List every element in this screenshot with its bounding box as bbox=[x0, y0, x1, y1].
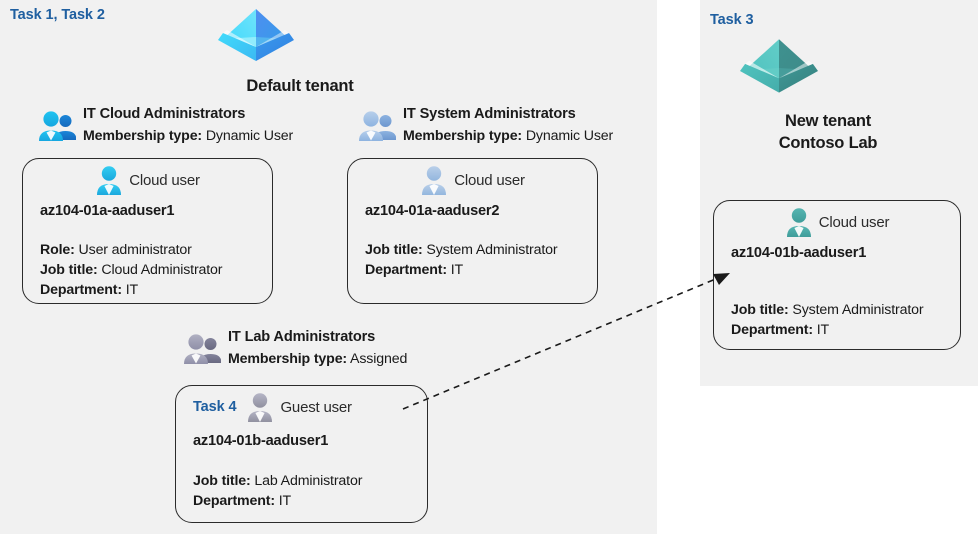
attr-label: Department: bbox=[40, 282, 122, 299]
membership-value: Assigned bbox=[350, 350, 408, 367]
attr-value: IT bbox=[278, 493, 292, 510]
new-tenant-label-line1: New tenant bbox=[784, 112, 871, 130]
membership-value: Dynamic User bbox=[525, 127, 614, 144]
attr-value: User administrator bbox=[78, 242, 192, 258]
user-card-az104-01a-aaduser2[interactable]: Cloud user az104-01a-aaduser2 Job title:… bbox=[347, 158, 598, 304]
user-type-label: Cloud user bbox=[129, 171, 200, 189]
group-users-icon bbox=[38, 110, 76, 144]
attr-label: Job title: bbox=[40, 262, 98, 279]
user-attributes: Job title: Lab Administrator Department:… bbox=[193, 471, 362, 511]
group-name: IT Lab Administrators bbox=[228, 329, 376, 345]
card-header: Task 4 Guest user bbox=[176, 390, 427, 424]
group-membership: Membership type: Assigned bbox=[228, 350, 407, 368]
user-attributes: Job title: System Administrator Departme… bbox=[365, 240, 558, 280]
attr-value: IT bbox=[125, 282, 139, 299]
group-name: IT Cloud Administrators bbox=[83, 106, 246, 122]
user-type-label: Cloud user bbox=[818, 213, 890, 231]
cloud-user-icon bbox=[420, 165, 448, 195]
attr-row: Department: IT bbox=[193, 491, 362, 511]
attr-value: Lab Administrator bbox=[254, 473, 363, 489]
attr-row: Department: IT bbox=[40, 280, 222, 300]
user-type-label: Cloud user bbox=[454, 171, 525, 189]
group-it-system-administrators: IT System Administrators Membership type… bbox=[358, 105, 613, 145]
group-it-lab-administrators: IT Lab Administrators Membership type: A… bbox=[183, 328, 407, 368]
group-users-icon bbox=[358, 110, 396, 144]
group-it-cloud-administrators: IT Cloud Administrators Membership type:… bbox=[38, 105, 293, 145]
attr-label: Department: bbox=[193, 493, 275, 510]
user-name: az104-01b-aaduser1 bbox=[731, 245, 867, 261]
attr-row: Job title: System Administrator bbox=[365, 240, 558, 260]
user-card-az104-01b-aaduser1-guest[interactable]: Task 4 Guest user az104-01b-aaduser1 Job… bbox=[175, 385, 428, 523]
membership-label: Membership type: bbox=[83, 127, 203, 144]
attr-row: Job title: System Administrator bbox=[731, 300, 924, 320]
new-tenant-label-line2: Contoso Lab bbox=[778, 133, 878, 152]
card-header: Cloud user bbox=[714, 205, 960, 239]
attr-value: System Administrator bbox=[426, 242, 558, 258]
task-tag-right-panel: Task 3 bbox=[710, 12, 754, 28]
card-header: Cloud user bbox=[23, 163, 272, 197]
cloud-user-icon bbox=[95, 165, 123, 195]
group-users-icon bbox=[183, 333, 221, 367]
attr-label: Department: bbox=[365, 262, 447, 279]
default-tenant-label: Default tenant bbox=[246, 77, 354, 95]
membership-label: Membership type: bbox=[403, 127, 523, 144]
attr-label: Job title: bbox=[731, 302, 789, 318]
attr-value: IT bbox=[450, 262, 464, 279]
card-header: Cloud user bbox=[348, 163, 597, 197]
user-attributes: Role: User administrator Job title: Clou… bbox=[40, 240, 223, 300]
user-attributes: Job title: System Administrator Departme… bbox=[731, 300, 924, 340]
default-tenant-block: Default tenant bbox=[218, 3, 382, 98]
attr-value: System Administrator bbox=[792, 302, 924, 318]
attr-label: Job title: bbox=[193, 473, 251, 489]
azure-ad-tenant-icon bbox=[218, 3, 382, 73]
user-card-az104-01a-aaduser1[interactable]: Cloud user az104-01a-aaduser1 Role: User… bbox=[22, 158, 273, 304]
default-tenant-panel bbox=[0, 0, 657, 534]
group-name: IT System Administrators bbox=[403, 106, 576, 122]
attr-value: IT bbox=[816, 322, 830, 339]
azure-ad-tenant-icon bbox=[740, 33, 916, 105]
attr-label: Role: bbox=[40, 242, 75, 258]
group-membership: Membership type: Dynamic User bbox=[83, 127, 293, 145]
group-membership: Membership type: Dynamic User bbox=[403, 127, 613, 145]
task-tag-guest-user: Task 4 bbox=[193, 399, 237, 415]
attr-row: Job title: Cloud Administrator bbox=[40, 260, 223, 280]
user-name: az104-01a-aaduser2 bbox=[365, 203, 500, 219]
attr-row: Role: User administrator bbox=[40, 240, 222, 260]
attr-row: Job title: Lab Administrator bbox=[193, 471, 362, 491]
user-name: az104-01b-aaduser1 bbox=[193, 433, 329, 449]
new-tenant-block: New tenant Contoso Lab bbox=[740, 33, 916, 155]
attr-row: Department: IT bbox=[731, 320, 923, 340]
membership-label: Membership type: bbox=[228, 350, 348, 367]
user-type-label: Guest user bbox=[280, 398, 352, 416]
user-card-az104-01b-aaduser1-cloud[interactable]: Cloud user az104-01b-aaduser1 Job title:… bbox=[713, 200, 961, 350]
task-tag-left-panel: Task 1, Task 2 bbox=[10, 7, 105, 23]
cloud-user-icon bbox=[785, 207, 813, 237]
attr-row: Department: IT bbox=[365, 260, 557, 280]
attr-value: Cloud Administrator bbox=[101, 262, 223, 279]
user-name: az104-01a-aaduser1 bbox=[40, 203, 175, 219]
attr-label: Job title: bbox=[365, 242, 423, 258]
guest-user-icon bbox=[246, 392, 274, 422]
attr-label: Department: bbox=[731, 322, 813, 339]
membership-value: Dynamic User bbox=[205, 127, 294, 144]
